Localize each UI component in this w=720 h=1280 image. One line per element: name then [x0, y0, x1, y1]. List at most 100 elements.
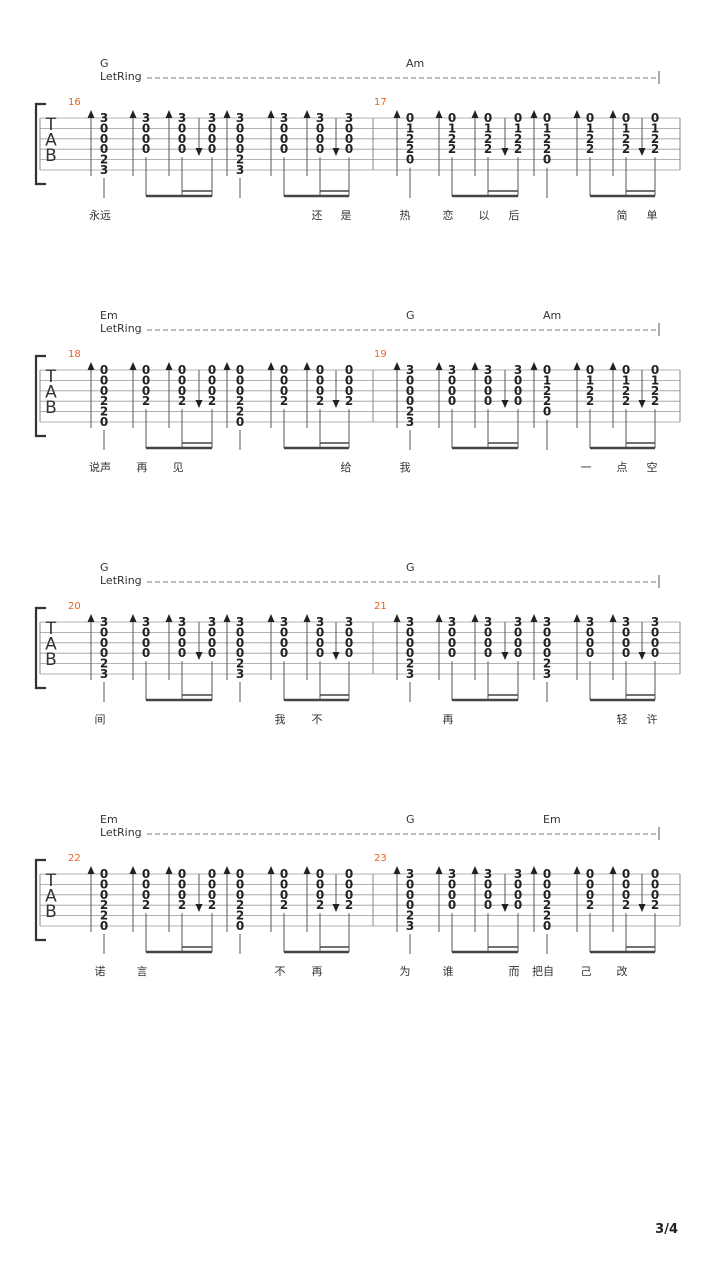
fret-number: 0: [100, 132, 108, 146]
fret-number: 3: [142, 615, 150, 629]
fret-number: 0: [543, 888, 551, 902]
fret-number: 0: [651, 646, 659, 660]
upstroke-arrow-icon: [267, 614, 275, 622]
fret-number: 2: [236, 909, 244, 923]
fret-number: 0: [178, 384, 186, 398]
fret-number: 0: [100, 877, 108, 891]
fret-number: 0: [316, 384, 324, 398]
fret-number: 2: [406, 657, 414, 671]
fret-number: 0: [543, 646, 551, 660]
lyric-syllable: 给: [341, 461, 352, 474]
downstroke-arrow-icon: [501, 904, 509, 912]
fret-number: 0: [543, 111, 551, 125]
fret-number: 3: [142, 111, 150, 125]
fret-number: 0: [448, 898, 456, 912]
fret-number: 0: [142, 625, 150, 639]
fret-number: 2: [543, 142, 551, 156]
fret-number: 0: [622, 363, 630, 377]
upstroke-arrow-icon: [223, 362, 231, 370]
fret-number: 0: [586, 363, 594, 377]
fret-number: 2: [586, 132, 594, 146]
tab-clef-letter: T: [45, 871, 57, 891]
fret-number: 3: [448, 867, 456, 881]
fret-number: 3: [280, 111, 288, 125]
fret-number: 0: [586, 877, 594, 891]
fret-number: 2: [280, 898, 288, 912]
system-bracket: [34, 102, 46, 186]
upstroke-arrow-icon: [609, 110, 617, 118]
downstroke-arrow-icon: [501, 652, 509, 660]
fret-number: 2: [406, 405, 414, 419]
fret-number: 0: [178, 877, 186, 891]
tab-clef-letter: A: [45, 635, 57, 655]
fret-number: 0: [543, 636, 551, 650]
fret-number: 0: [280, 384, 288, 398]
fret-number: 1: [586, 121, 594, 135]
fret-number: 0: [622, 867, 630, 881]
fret-number: 3: [484, 615, 492, 629]
fret-number: 0: [236, 625, 244, 639]
fret-number: 0: [208, 132, 216, 146]
upstroke-arrow-icon: [393, 110, 401, 118]
fret-number: 2: [543, 384, 551, 398]
lyric-syllable: 许: [647, 713, 658, 726]
downstroke-arrow-icon: [638, 652, 646, 660]
fret-number: 3: [316, 111, 324, 125]
fret-number: 0: [208, 625, 216, 639]
fret-number: 3: [100, 667, 108, 681]
fret-number: 1: [622, 373, 630, 387]
fret-number: 2: [316, 394, 324, 408]
fret-number: 2: [406, 909, 414, 923]
fret-number: 0: [142, 877, 150, 891]
upstroke-arrow-icon: [609, 362, 617, 370]
fret-number: 0: [448, 877, 456, 891]
fret-number: 0: [543, 405, 551, 419]
fret-number: 0: [622, 111, 630, 125]
fret-number: 0: [178, 625, 186, 639]
fret-number: 0: [280, 867, 288, 881]
fret-number: 0: [100, 625, 108, 639]
lyric-syllable: 我: [275, 713, 286, 726]
lyric-syllable: 再: [312, 965, 323, 978]
fret-number: 2: [100, 657, 108, 671]
upstroke-arrow-icon: [303, 866, 311, 874]
fret-number: 2: [208, 394, 216, 408]
fret-number: 0: [345, 121, 353, 135]
fret-number: 0: [345, 646, 353, 660]
upstroke-arrow-icon: [87, 110, 95, 118]
fret-number: 0: [236, 636, 244, 650]
fret-number: 0: [236, 646, 244, 660]
fret-number: 0: [208, 646, 216, 660]
fret-number: 0: [316, 121, 324, 135]
fret-number: 0: [345, 888, 353, 902]
fret-number: 1: [514, 121, 522, 135]
measure-number: 18: [68, 349, 81, 360]
fret-number: 2: [142, 394, 150, 408]
fret-number: 3: [345, 615, 353, 629]
fret-number: 2: [100, 394, 108, 408]
lyric-syllable: 再: [137, 461, 148, 474]
fret-number: 0: [178, 121, 186, 135]
fret-number: 0: [406, 373, 414, 387]
fret-number: 0: [208, 888, 216, 902]
fret-number: 0: [448, 394, 456, 408]
fret-number: 0: [651, 867, 659, 881]
fret-number: 0: [142, 384, 150, 398]
upstroke-arrow-icon: [471, 362, 479, 370]
fret-number: 0: [345, 877, 353, 891]
fret-number: 0: [484, 373, 492, 387]
fret-number: 2: [345, 394, 353, 408]
upstroke-arrow-icon: [87, 614, 95, 622]
downstroke-arrow-icon: [332, 400, 340, 408]
tab-clef-letter: B: [45, 902, 57, 922]
chord-name: Em: [543, 813, 561, 826]
fret-number: 0: [208, 867, 216, 881]
downstroke-arrow-icon: [332, 148, 340, 156]
fret-number: 0: [100, 636, 108, 650]
chord-name: G: [100, 561, 109, 574]
fret-number: 3: [316, 615, 324, 629]
fret-number: 0: [236, 121, 244, 135]
let-ring-label: LetRing: [100, 574, 142, 587]
upstroke-arrow-icon: [435, 866, 443, 874]
fret-number: 0: [236, 142, 244, 156]
